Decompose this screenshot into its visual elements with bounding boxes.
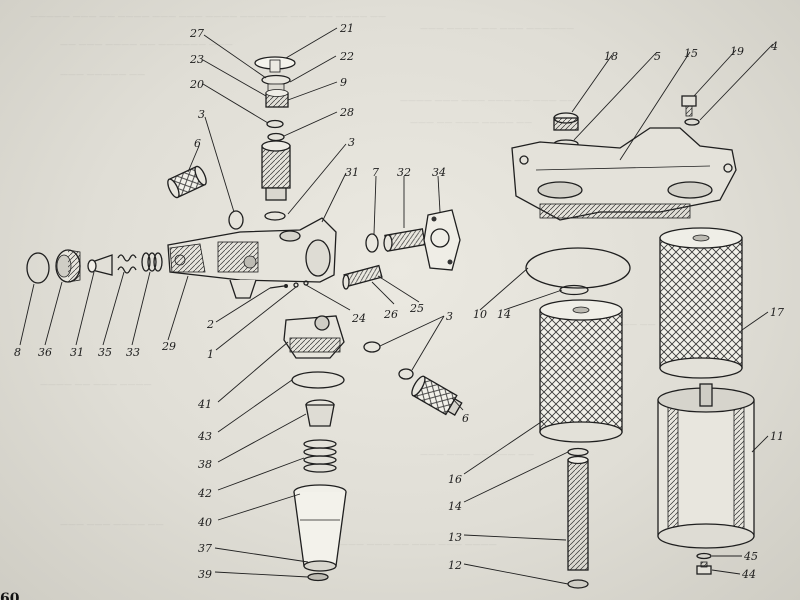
callout-43: 43: [197, 430, 212, 443]
small-gasket-14-upper: [559, 284, 589, 296]
callout-6-right: 6: [462, 412, 469, 425]
callout-41: 41: [197, 398, 212, 411]
callout-5: 5: [654, 50, 661, 63]
washer-45: [696, 552, 712, 560]
callout-36: 36: [38, 346, 52, 359]
washer-3-left: [228, 210, 244, 230]
filter-element-17: [659, 227, 743, 379]
callout-14-upper: 14: [497, 308, 511, 321]
threaded-fitting: [261, 140, 291, 201]
callout-11: 11: [770, 430, 784, 443]
callout-8: 8: [14, 346, 21, 359]
leader-lines: [19, 27, 774, 585]
callout-7: 7: [372, 166, 379, 179]
ring-7: [365, 233, 379, 253]
filter-head-bracket-15: [511, 127, 737, 221]
pin-2: [269, 284, 288, 289]
callout-44: 44: [741, 568, 756, 581]
callout-18: 18: [604, 50, 618, 63]
small-ring-28: [267, 132, 285, 142]
callout-23: 23: [189, 53, 204, 66]
callout-25: 25: [409, 302, 424, 315]
spring-35: [117, 254, 137, 274]
callout-31-lower: 31: [70, 346, 84, 359]
callout-17: 17: [770, 306, 784, 319]
filter-element-16: [539, 299, 623, 443]
valve-stem-23-9: [265, 89, 289, 108]
flange-gasket-34: [423, 209, 461, 271]
callout-4: 4: [770, 40, 778, 53]
callout-3-upper-left: 3: [198, 108, 205, 121]
washer-3-upper: [264, 211, 286, 221]
page-number: 60: [0, 591, 20, 600]
bowl-washer-37-39: [307, 572, 329, 582]
small-ring-20: [266, 119, 284, 129]
glass-bowl-40: [293, 484, 347, 572]
filter-insert-38: [305, 399, 335, 427]
callout-24: 24: [351, 312, 366, 325]
spring-33: [141, 252, 163, 272]
large-gasket-10: [525, 247, 631, 289]
centre-tube-13: [567, 455, 589, 571]
callout-3-center: 3: [446, 310, 453, 323]
callout-2: 2: [206, 318, 214, 331]
callout-40: 40: [197, 516, 212, 529]
callout-45: 45: [743, 550, 758, 563]
washer-12: [567, 579, 589, 589]
callout-6-left: 6: [194, 137, 201, 150]
plug-36: [55, 249, 81, 283]
callout-39: 39: [198, 568, 212, 581]
callout-1: 1: [207, 348, 214, 361]
callout-27: 27: [189, 27, 204, 40]
washer-4: [684, 118, 700, 126]
filter-housing-11: [657, 383, 755, 549]
callout-14-lower: 14: [448, 500, 462, 513]
callout-31-upper: 31: [345, 166, 359, 179]
spring-42: [303, 439, 337, 473]
callout-35: 35: [98, 346, 112, 359]
strainer-screen-6-right: [411, 375, 463, 416]
callout-3-upper-right: 3: [348, 136, 355, 149]
callout-37: 37: [198, 542, 212, 555]
filter-head-41: [283, 315, 345, 359]
bolt-19: [681, 95, 697, 117]
callout-29: 29: [161, 340, 176, 353]
callout-34: 34: [432, 166, 446, 179]
callout-26: 26: [383, 308, 398, 321]
plug-18: [553, 112, 579, 131]
valve-31-left: [87, 254, 113, 276]
callout-32: 32: [397, 166, 411, 179]
callout-21: 21: [339, 22, 354, 35]
small-gasket-14-lower: [567, 447, 589, 457]
strainer-screen-6-left: [167, 165, 207, 199]
pin-26-25: [342, 264, 383, 290]
callout-10: 10: [473, 308, 487, 321]
bolt-44: [696, 561, 712, 575]
callout-12: 12: [448, 559, 462, 572]
callout-9: 9: [340, 76, 347, 89]
callout-38: 38: [198, 458, 212, 471]
callout-28: 28: [339, 106, 354, 119]
callout-19: 19: [730, 45, 744, 58]
washer-3-center: [363, 341, 414, 380]
gasket-43: [291, 371, 345, 389]
callout-33: 33: [126, 346, 140, 359]
callout-labels: 21 27 22 23 9 20 28 3 3 6 31 7 32 34 8 3…: [14, 22, 784, 581]
callout-13: 13: [448, 531, 462, 544]
callout-16: 16: [448, 473, 462, 486]
callout-15: 15: [684, 47, 698, 60]
pump-body: [167, 217, 337, 299]
o-ring-8: [26, 252, 50, 284]
callout-42: 42: [197, 487, 212, 500]
callout-20: 20: [189, 78, 204, 91]
callout-22: 22: [339, 50, 354, 63]
valve-cap-21: [254, 56, 296, 73]
fitting-32: [383, 228, 426, 252]
